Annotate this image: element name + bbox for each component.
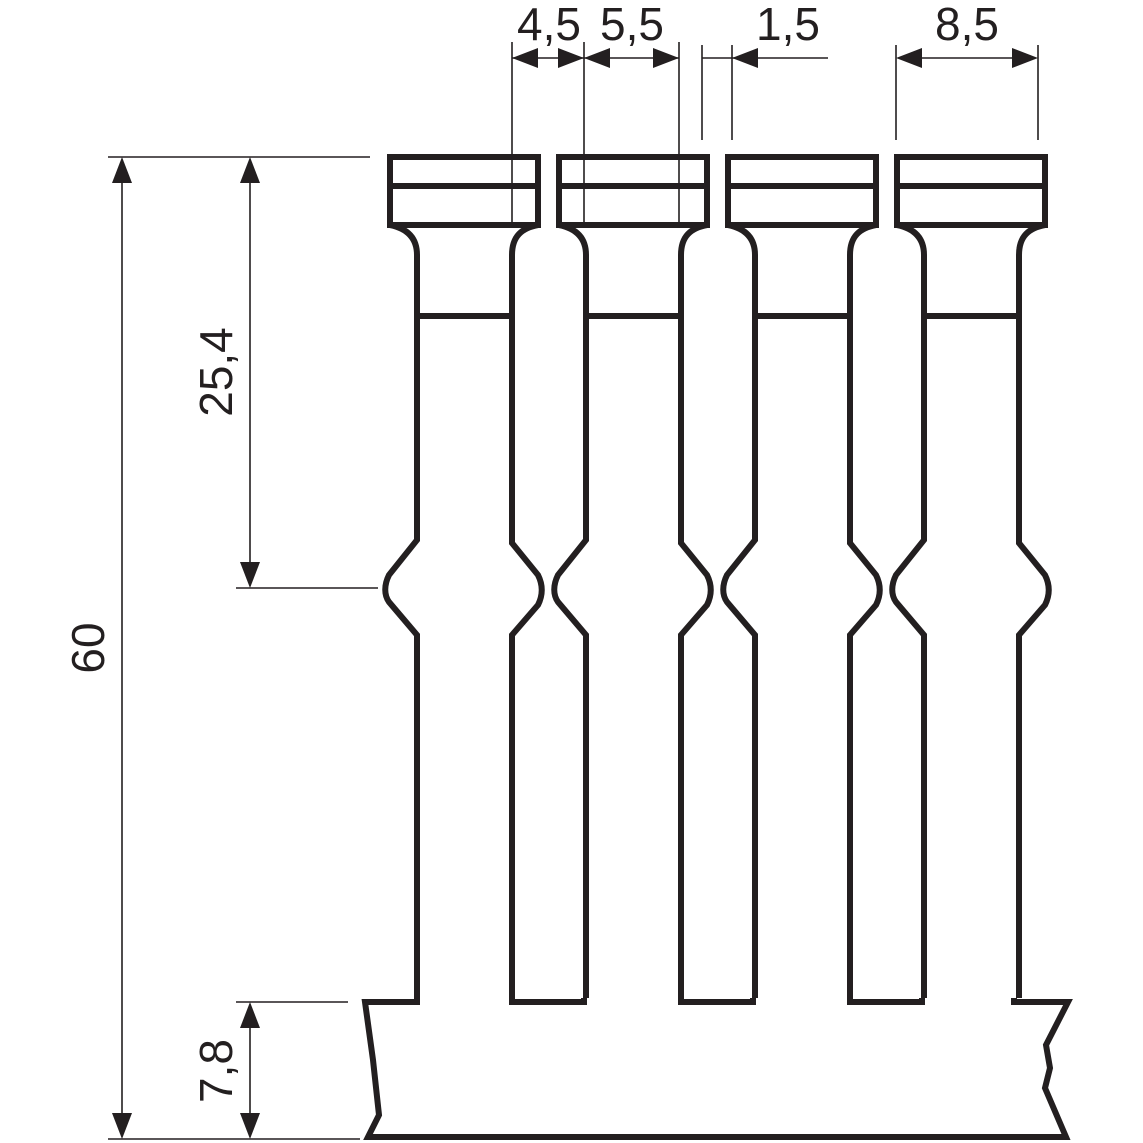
pin-4 (889, 154, 1052, 998)
comb-base (361, 998, 1073, 1140)
dimension-slot-depth: 25,4 (190, 157, 378, 589)
pin-3 (720, 154, 883, 998)
pin-width-label: 4,5 (517, 0, 581, 50)
pitch-label: 8,5 (935, 0, 999, 50)
dimension-pin-and-slot: 4,5 5,5 (511, 0, 680, 225)
base-height-label: 7,8 (190, 1039, 242, 1103)
gap-label: 1,5 (756, 0, 820, 50)
slot-width-label: 5,5 (600, 0, 664, 50)
pin-2 (551, 154, 714, 998)
slot-depth-label: 25,4 (190, 327, 242, 417)
dimension-base-height: 7,8 (190, 1001, 348, 1139)
dimension-pitch: 8,5 (895, 0, 1039, 140)
pin-1 (382, 154, 545, 998)
dimension-gap: 1,5 (701, 0, 828, 140)
overall-height-label: 60 (62, 622, 114, 673)
dimension-overall-height: 60 (62, 156, 370, 1140)
